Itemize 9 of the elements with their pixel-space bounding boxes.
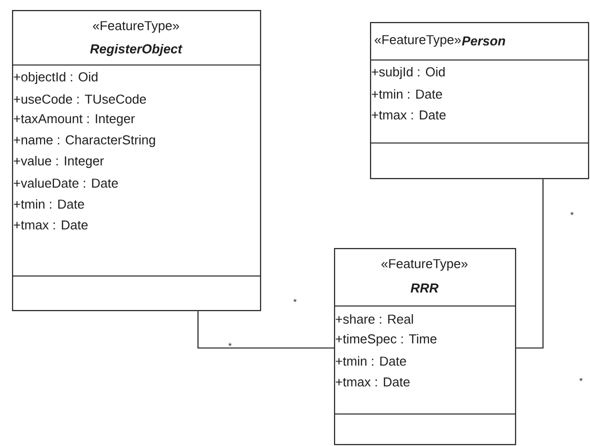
association-line <box>516 179 544 349</box>
multiplicity-label: * <box>293 298 297 302</box>
multiplicity-label: * <box>570 212 574 216</box>
association-line <box>197 311 334 349</box>
class-box: «FeatureType»Person +subjId : Oid +tmin : Date +tmax : Date <box>370 22 590 180</box>
multiplicity-label: * <box>228 342 232 346</box>
multiplicity-label: * <box>579 378 583 382</box>
class-box: «FeatureType» RRR +share : Real +timeSpec : Time +tmin : Date +tmax : Date <box>334 248 516 446</box>
class-box: «FeatureType» RegisterObject +objectId : Oid +useCode : TUseCode +taxAmount : Integer +name : CharacterString +value : Integer +valueDate : Date +tmin : Date +tmax : Date <box>12 10 262 312</box>
